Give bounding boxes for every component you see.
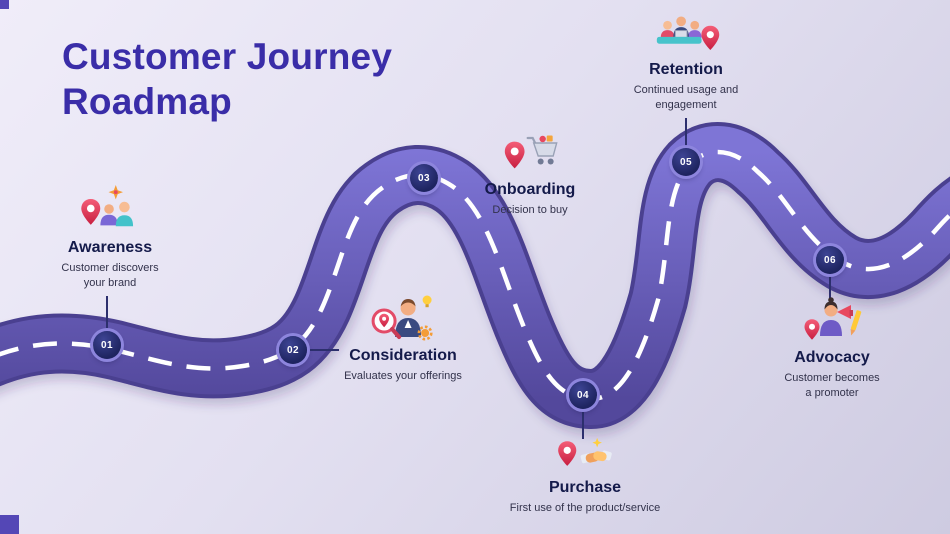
title-line-2: Roadmap <box>62 81 232 123</box>
page-title: Customer Journey Roadmap <box>62 34 392 124</box>
corner-accent-top-left <box>0 0 9 9</box>
marker-number: 01 <box>100 339 114 351</box>
stage-description: Decision to buy <box>492 204 568 216</box>
leader-line-purchase <box>582 408 584 439</box>
stage-title: Onboarding <box>484 181 576 198</box>
leader-line-advocacy <box>829 273 831 298</box>
milestone-marker-05: 05 <box>672 148 700 176</box>
stage-title: Purchase <box>548 479 622 496</box>
stage-title: Advocacy <box>794 349 870 366</box>
stage-purchase: Purchase First use of the product/servic… <box>510 436 660 516</box>
location-pin-handshake-icon <box>510 436 660 474</box>
stage-title: Retention <box>649 61 723 78</box>
team-location-pin-icon <box>622 10 750 56</box>
marker-number: 03 <box>417 172 431 184</box>
stage-title: Consideration <box>349 347 457 364</box>
leader-line-retention <box>685 118 687 149</box>
milestone-marker-06: 06 <box>816 246 844 274</box>
person-search-pin-gear-icon <box>344 290 462 342</box>
milestone-marker-01: 01 <box>93 331 121 359</box>
stage-description: First use of the product/service <box>509 502 661 514</box>
stage-description: Customer discovers your brand <box>61 262 159 289</box>
leader-line-awareness <box>106 296 108 332</box>
milestone-marker-03: 03 <box>410 164 438 192</box>
stage-description: Evaluates your offerings <box>344 370 462 382</box>
marker-number: 04 <box>576 389 590 401</box>
stage-description: Customer becomes a promoter <box>784 372 880 399</box>
stage-onboarding: Onboarding Decision to buy <box>484 134 576 218</box>
leader-line-consideration <box>306 349 339 351</box>
marker-number: 02 <box>286 344 300 356</box>
road-centerline <box>0 149 950 402</box>
people-location-pin-icon <box>51 184 169 234</box>
person-megaphone-pencil-icon <box>780 294 884 344</box>
stage-description: Continued usage and engagement <box>633 84 739 111</box>
marker-number: 05 <box>679 156 693 168</box>
stage-retention: Retention Continued usage and engagement <box>622 10 750 113</box>
stage-title: Awareness <box>67 239 153 256</box>
marker-number: 06 <box>823 254 837 266</box>
milestone-marker-02: 02 <box>279 336 307 364</box>
milestone-marker-04: 04 <box>569 381 597 409</box>
title-line-1: Customer Journey <box>62 36 393 77</box>
stage-advocacy: Advocacy Customer becomes a promoter <box>780 294 884 401</box>
stage-awareness: Awareness Customer discovers your brand <box>51 184 169 291</box>
location-pin-shopping-cart-icon <box>485 134 576 176</box>
stage-consideration: Consideration Evaluates your offerings <box>344 290 462 384</box>
corner-accent-bottom-left <box>0 515 19 534</box>
